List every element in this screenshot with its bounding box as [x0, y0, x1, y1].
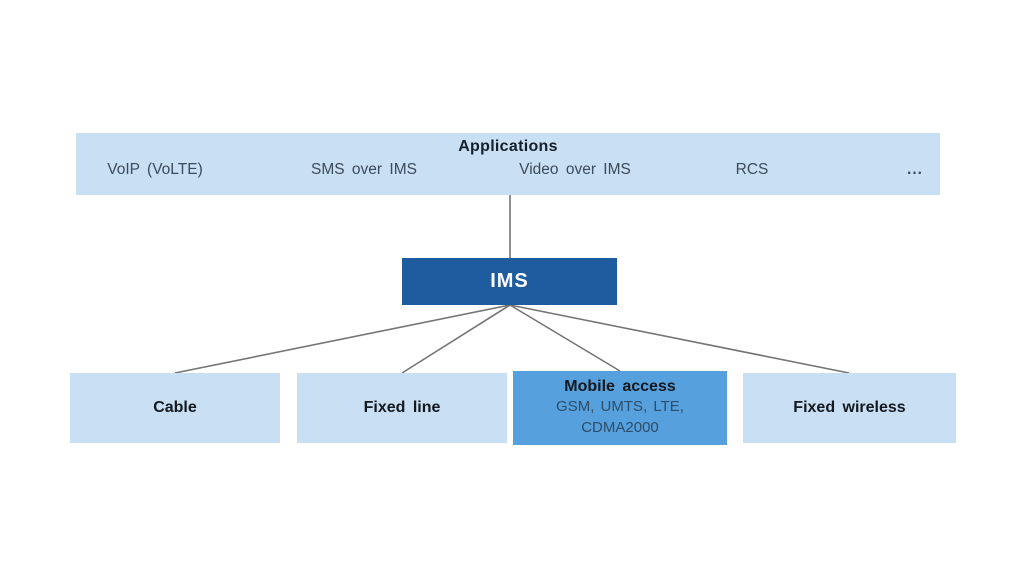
applications-banner: Applications VoIP (VoLTE) SMS over IMS V… — [76, 133, 940, 195]
access-box-fixed-line: Fixed line — [297, 373, 507, 443]
access-label-mobile-access: Mobile access — [564, 378, 676, 395]
access-label-fixed-wireless: Fixed wireless — [793, 399, 906, 416]
ims-core-label: IMS — [490, 270, 529, 292]
connector-ims-to-fixed-wireless — [509, 304, 850, 374]
connector-ims-to-cable — [174, 304, 511, 374]
mobile-access-technologies-line2: CDMA2000 — [581, 419, 659, 436]
access-label-fixed-line: Fixed line — [363, 399, 441, 416]
access-box-mobile-access: Mobile access GSM, UMTS, LTE, CDMA2000 — [513, 371, 727, 445]
applications-title: Applications — [458, 138, 558, 155]
application-item-sms-over-ims: SMS over IMS — [311, 161, 417, 178]
access-box-fixed-wireless: Fixed wireless — [743, 373, 956, 443]
access-box-cable: Cable — [70, 373, 280, 443]
application-item-rcs: RCS — [735, 161, 769, 178]
connector-ims-to-fixed-line — [401, 304, 511, 374]
connector-ims-to-mobile-access — [509, 304, 621, 372]
mobile-access-technologies-line1: GSM, UMTS, LTE, — [556, 398, 684, 415]
application-item-voip: VoIP (VoLTE) — [107, 161, 203, 178]
application-item-ellipsis: ... — [907, 161, 923, 178]
application-item-video-over-ims: Video over IMS — [519, 161, 631, 178]
access-label-cable: Cable — [153, 399, 197, 416]
ims-core-box: IMS — [402, 258, 617, 305]
